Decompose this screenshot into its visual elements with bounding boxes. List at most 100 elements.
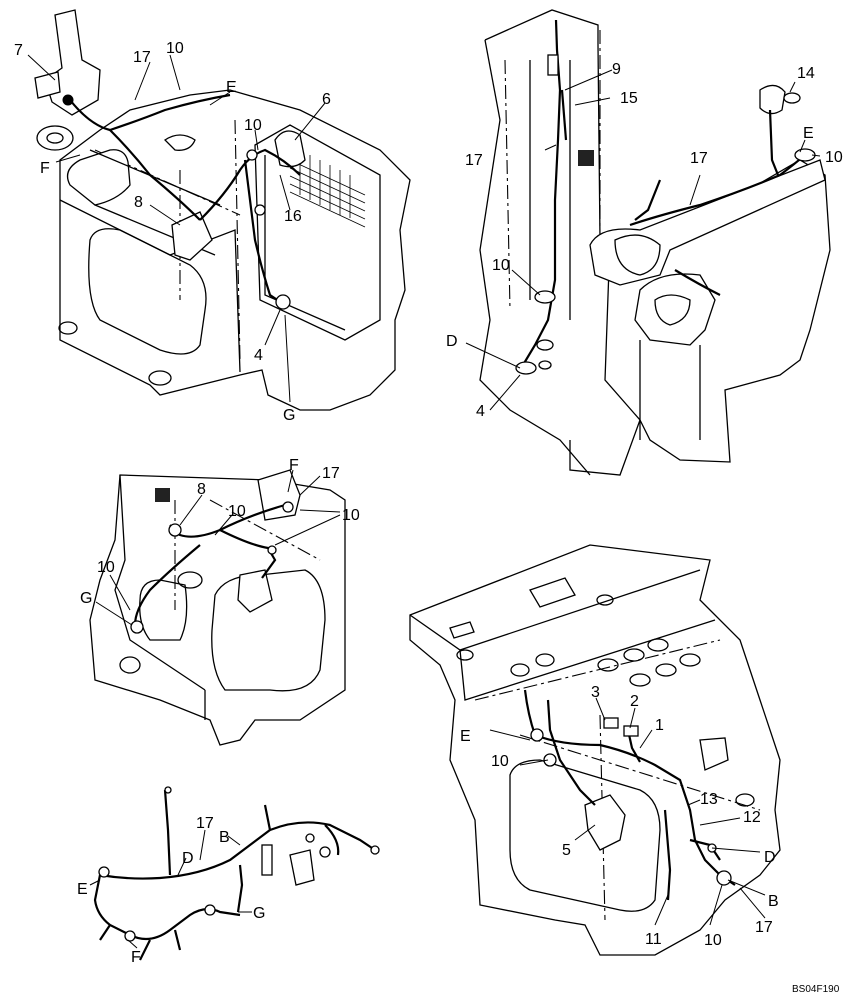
clip [282, 501, 294, 513]
callout-label: 17 [755, 919, 773, 936]
radiator [254, 124, 381, 341]
deck-front [459, 619, 716, 701]
callout-label: 17 [322, 465, 340, 482]
callout-label: 14 [797, 65, 815, 82]
frame-outline [409, 544, 781, 956]
callout-label: 5 [562, 842, 571, 859]
callout-label: 12 [743, 809, 761, 826]
mount-bracket-hole [46, 132, 64, 144]
connector [168, 523, 182, 537]
callout-label: B [219, 829, 230, 846]
grommet [534, 290, 556, 304]
callout-label: 1 [655, 717, 664, 734]
center-line [474, 639, 721, 701]
harness-branch [93, 874, 131, 936]
callout-label: 10 [228, 503, 246, 520]
deck-plate [449, 621, 475, 639]
harness-branch [129, 908, 241, 941]
main-harness [99, 821, 376, 880]
callout-label: B [768, 893, 779, 910]
callout-label: 8 [197, 481, 206, 498]
top-opening [163, 134, 196, 151]
frame-plate [114, 474, 206, 691]
leader-lines [95, 469, 341, 626]
callout-label: E [77, 881, 88, 898]
harness-branch [324, 824, 340, 856]
callout-label: 11 [645, 931, 662, 948]
callout-labels: 7 17 10 E 6 F 10 8 16 4 G 9 14 15 E 17 1… [14, 40, 843, 966]
warning-decal [155, 488, 170, 502]
frame-hole [536, 339, 554, 351]
callout-label: 6 [322, 91, 331, 108]
frame-opening [509, 759, 661, 912]
center-line [504, 59, 511, 311]
clip [267, 545, 277, 555]
warning-decal [578, 150, 594, 166]
side-opening [139, 579, 188, 641]
harness-wire [629, 149, 811, 227]
callout-label: 9 [612, 61, 621, 78]
connector [261, 844, 273, 876]
callout-label: 17 [196, 815, 214, 832]
mount-bracket [36, 125, 74, 151]
figure-code: BS04F190 [792, 984, 840, 995]
harness-branch [236, 864, 244, 913]
grommet [543, 753, 557, 767]
callout-label: 10 [704, 932, 722, 949]
frame-base [569, 419, 641, 476]
leader-lines [89, 829, 252, 949]
callout-label: E [803, 125, 814, 142]
callout-label: 10 [825, 149, 843, 166]
coolant-tank [274, 130, 306, 168]
callout-label: G [253, 905, 265, 922]
callout-label: 13 [700, 791, 718, 808]
grommet [716, 870, 732, 886]
callout-label: G [80, 590, 92, 607]
callout-label: 10 [342, 507, 360, 524]
harness-wire [69, 93, 231, 132]
callout-label: 17 [465, 152, 483, 169]
leader-lines [489, 697, 766, 926]
callout-label: 16 [284, 208, 302, 225]
harness-branch [163, 789, 172, 876]
leader-lines [27, 54, 326, 403]
cylinder-end [66, 149, 131, 206]
callout-label: 17 [690, 150, 708, 167]
frame-column [529, 60, 571, 320]
harness-wire [634, 179, 662, 221]
grommet [515, 361, 537, 375]
harness-wire [109, 129, 201, 221]
callout-label: 10 [97, 559, 115, 576]
leader-lines [465, 69, 821, 411]
harness-wire [219, 529, 277, 579]
center-line [234, 119, 241, 361]
engine-ports [456, 638, 701, 687]
grommet [530, 728, 544, 742]
frame-hole [177, 571, 203, 589]
callout-label: 15 [620, 90, 638, 107]
joystick-connector [62, 94, 74, 106]
harness-branch [263, 804, 272, 831]
mount-hole [148, 370, 172, 386]
connector [204, 904, 216, 916]
connector [547, 54, 559, 76]
connector [319, 846, 331, 858]
grommet [275, 294, 291, 310]
starter-motor [584, 794, 626, 851]
frame-hole [538, 360, 552, 370]
callout-label: 7 [14, 42, 23, 59]
callout-label: E [226, 79, 237, 96]
callout-label: 4 [476, 403, 485, 420]
connector [305, 833, 315, 843]
axle-flange [614, 234, 661, 276]
panel-middle-left [89, 469, 346, 746]
callout-label: F [40, 160, 50, 177]
sensor [759, 84, 786, 115]
center-line [209, 499, 321, 561]
radiator-core-edge [264, 155, 346, 331]
harness-wire [768, 109, 780, 176]
callout-label: F [131, 949, 141, 966]
frame-hole [735, 793, 755, 807]
callout-label: D [182, 850, 194, 867]
